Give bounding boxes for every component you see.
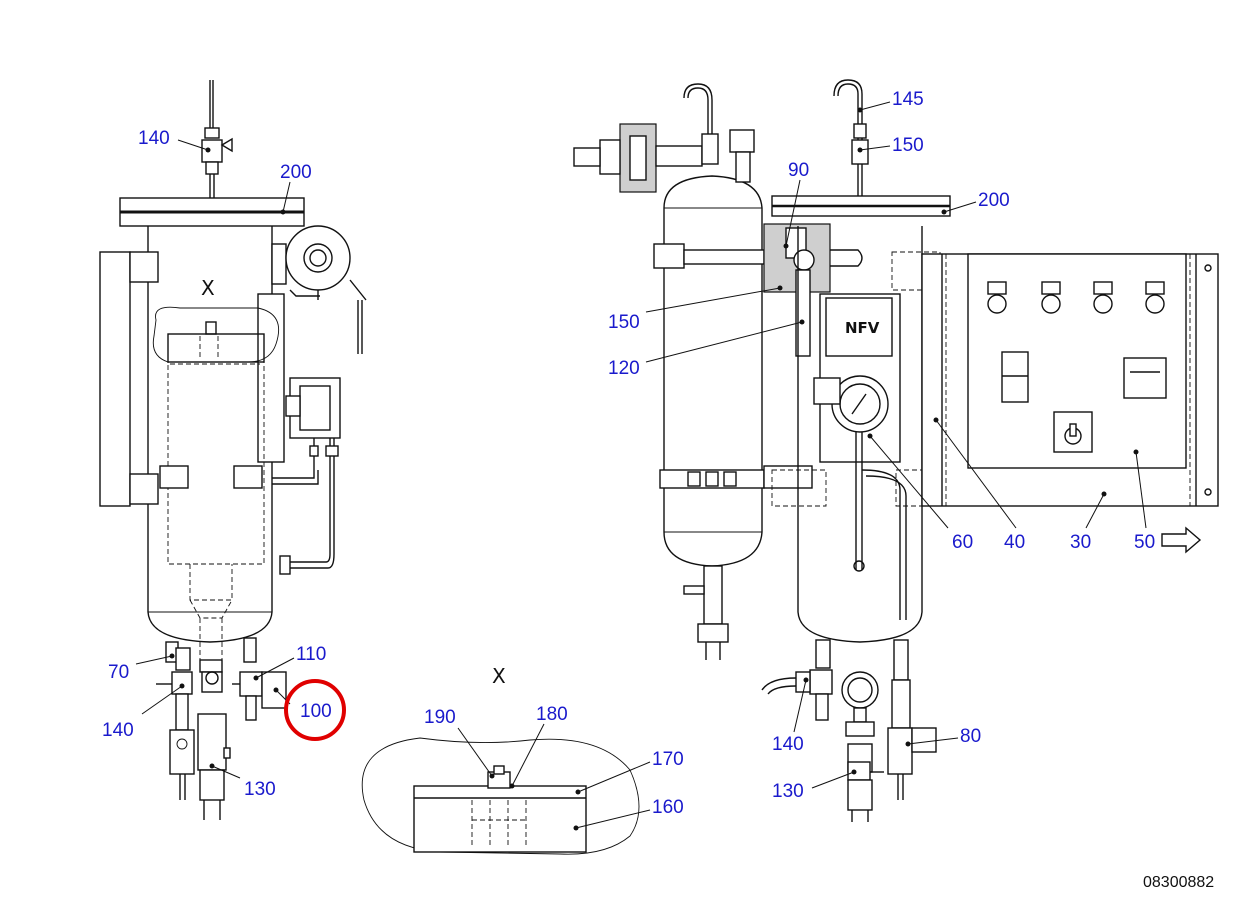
detail-marker: X — [201, 276, 215, 300]
label-140-right: 140 — [772, 734, 804, 755]
label-130-left: 130 — [244, 779, 276, 800]
left-view — [99, 80, 367, 820]
label-150-top: 150 — [892, 135, 924, 156]
label-110: 110 — [296, 644, 326, 665]
label-190: 190 — [424, 707, 456, 728]
label-145: 145 — [892, 89, 924, 110]
label-170: 170 — [652, 749, 684, 770]
label-60: 60 — [952, 532, 973, 553]
right-view-labels: 145 150 90 200 150 120 60 40 30 50 140 8… — [608, 89, 1155, 802]
label-40: 40 — [1004, 532, 1025, 553]
label-160: 160 — [652, 797, 684, 818]
label-80: 80 — [960, 726, 981, 747]
label-100-highlighted: 100 — [300, 701, 332, 722]
right-view: NFV — [573, 79, 1219, 822]
label-180: 180 — [536, 704, 568, 725]
detail-view-labels: 190 180 170 160 — [424, 704, 684, 831]
detail-view: X — [361, 664, 640, 855]
label-150-left: 150 — [608, 312, 640, 333]
label-200-left: 200 — [280, 162, 312, 183]
label-50: 50 — [1134, 532, 1155, 553]
detail-title-marker: X — [492, 664, 506, 688]
highlight-circle — [284, 679, 346, 741]
document-number: 08300882 — [1143, 874, 1214, 891]
left-view-labels: X 140 200 70 110 100 140 130 — [102, 128, 346, 800]
label-140-bottom-left: 140 — [102, 720, 134, 741]
label-200-right: 200 — [978, 190, 1010, 211]
label-120: 120 — [608, 358, 640, 379]
label-70: 70 — [108, 662, 129, 683]
label-140-top-left: 140 — [138, 128, 170, 149]
label-30: 30 — [1070, 532, 1091, 553]
label-90: 90 — [788, 160, 809, 181]
label-130-right: 130 — [772, 781, 804, 802]
nfv-badge: NFV — [845, 319, 880, 337]
